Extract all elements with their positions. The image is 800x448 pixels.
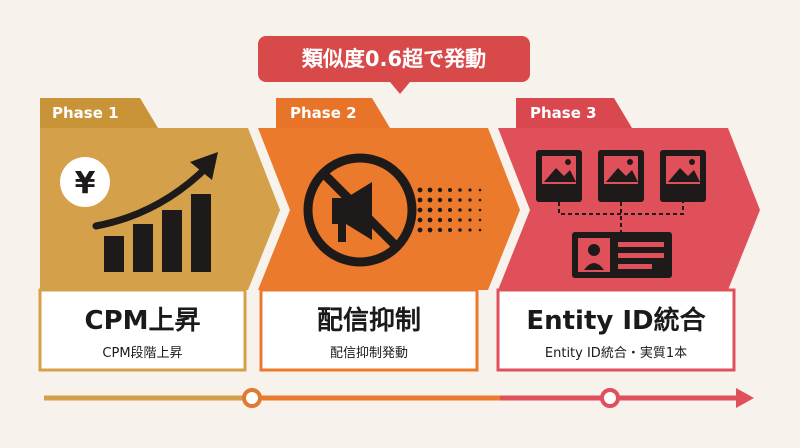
phase-3-subtitle: Entity ID統合・実質1本: [544, 346, 688, 361]
timeline-node-2: [600, 388, 620, 408]
phase-1-title: CPM上昇: [84, 306, 201, 336]
callout-pointer: [390, 82, 410, 94]
svg-text:¥: ¥: [75, 166, 96, 201]
phase-3-title: Entity ID統合: [526, 306, 706, 336]
yen-growth-chart-icon: ¥: [60, 152, 218, 272]
phase-1-band: [40, 128, 280, 290]
callout-text: 類似度0.6超で発動: [301, 47, 487, 71]
phase-3-tab: [516, 98, 632, 128]
merged-images-id-card-icon: [536, 150, 706, 278]
phase-1-label-box: [38, 288, 247, 372]
phase-1-tab: [40, 98, 158, 128]
phase-2-label-box: [259, 288, 479, 372]
phase-2-subtitle: 配信抑制発動: [329, 346, 408, 361]
phase-1-tab-label: Phase 1: [52, 104, 119, 122]
image-card-icon: [536, 150, 582, 202]
callout-box: [258, 36, 530, 82]
phase-3-tab-label: Phase 3: [530, 104, 597, 122]
image-card-icon: [598, 150, 644, 202]
timeline-node-1: [242, 388, 262, 408]
phase-2-tab-label: Phase 2: [290, 104, 357, 122]
id-card-icon: [572, 232, 672, 278]
timeline-arrowhead: [736, 388, 754, 408]
muted-megaphone-icon: [303, 153, 482, 267]
phase-1-subtitle: CPM段階上昇: [102, 346, 183, 361]
phase-2-title: 配信抑制: [316, 306, 421, 336]
phase-2-tab: [276, 98, 390, 128]
phase-3-label-box: [496, 288, 736, 372]
image-card-icon: [660, 150, 706, 202]
